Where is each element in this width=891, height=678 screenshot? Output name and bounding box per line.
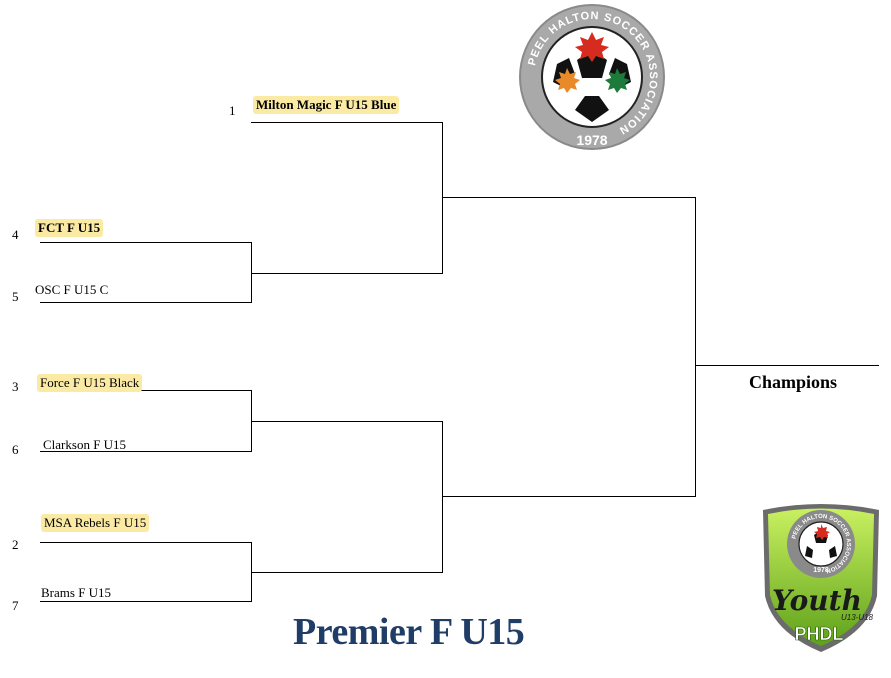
bracket-line bbox=[251, 421, 442, 422]
bracket-line bbox=[251, 572, 442, 573]
seed-number: 6 bbox=[12, 442, 19, 457]
seed-number: 5 bbox=[12, 289, 19, 304]
bracket-line bbox=[442, 197, 695, 198]
bracket-line bbox=[442, 122, 443, 274]
team-name: Milton Magic F U15 Blue bbox=[253, 96, 400, 114]
bracket-line bbox=[695, 197, 696, 497]
youth-word: Youth bbox=[772, 584, 862, 617]
team-name: Clarkson F U15 bbox=[43, 437, 127, 452]
team-name: MSA Rebels F U15 bbox=[41, 514, 150, 532]
seed-number: 4 bbox=[12, 227, 19, 242]
bracket-line bbox=[251, 122, 442, 123]
bracket-line bbox=[40, 242, 251, 243]
soccer-ball-icon: PEEL HALTON SOCCER ASSOCIATION 1978 bbox=[519, 4, 665, 150]
youth-phdl-logo: PEEL HALTON SOCCER ASSOCIATION 1978 Yout… bbox=[757, 500, 885, 654]
page-title: Premier F U15 bbox=[293, 611, 525, 653]
seed-number: 3 bbox=[12, 379, 19, 394]
team-name: FCT F U15 bbox=[35, 219, 104, 237]
champions-label: Champions bbox=[749, 372, 838, 392]
seed-number: 7 bbox=[12, 598, 19, 613]
youth-sub: U13-U18 bbox=[841, 613, 874, 622]
bracket-line bbox=[442, 496, 695, 497]
bracket-line bbox=[251, 242, 252, 303]
shield-icon: PEEL HALTON SOCCER ASSOCIATION 1978 Yout… bbox=[763, 504, 879, 652]
bracket-line bbox=[40, 390, 251, 391]
seed-number: 2 bbox=[12, 537, 19, 552]
logo-year: 1978 bbox=[576, 132, 607, 148]
bracket-line bbox=[40, 451, 251, 452]
seed-number: 1 bbox=[229, 103, 236, 118]
phsa-logo: PEEL HALTON SOCCER ASSOCIATION 1978 bbox=[517, 2, 667, 152]
team-name: OSC F U15 C bbox=[35, 282, 109, 297]
team-name: Brams F U15 bbox=[41, 585, 112, 600]
team-name: Force F U15 Black bbox=[37, 374, 143, 392]
bracket-line bbox=[40, 302, 251, 303]
phdl-text: PHDL bbox=[795, 624, 844, 644]
bracket-line bbox=[442, 421, 443, 573]
bracket-line bbox=[251, 273, 442, 274]
logo-year: 1978 bbox=[813, 567, 829, 574]
bracket-line bbox=[695, 365, 879, 366]
bracket-line bbox=[40, 542, 251, 543]
bracket-line bbox=[40, 601, 251, 602]
